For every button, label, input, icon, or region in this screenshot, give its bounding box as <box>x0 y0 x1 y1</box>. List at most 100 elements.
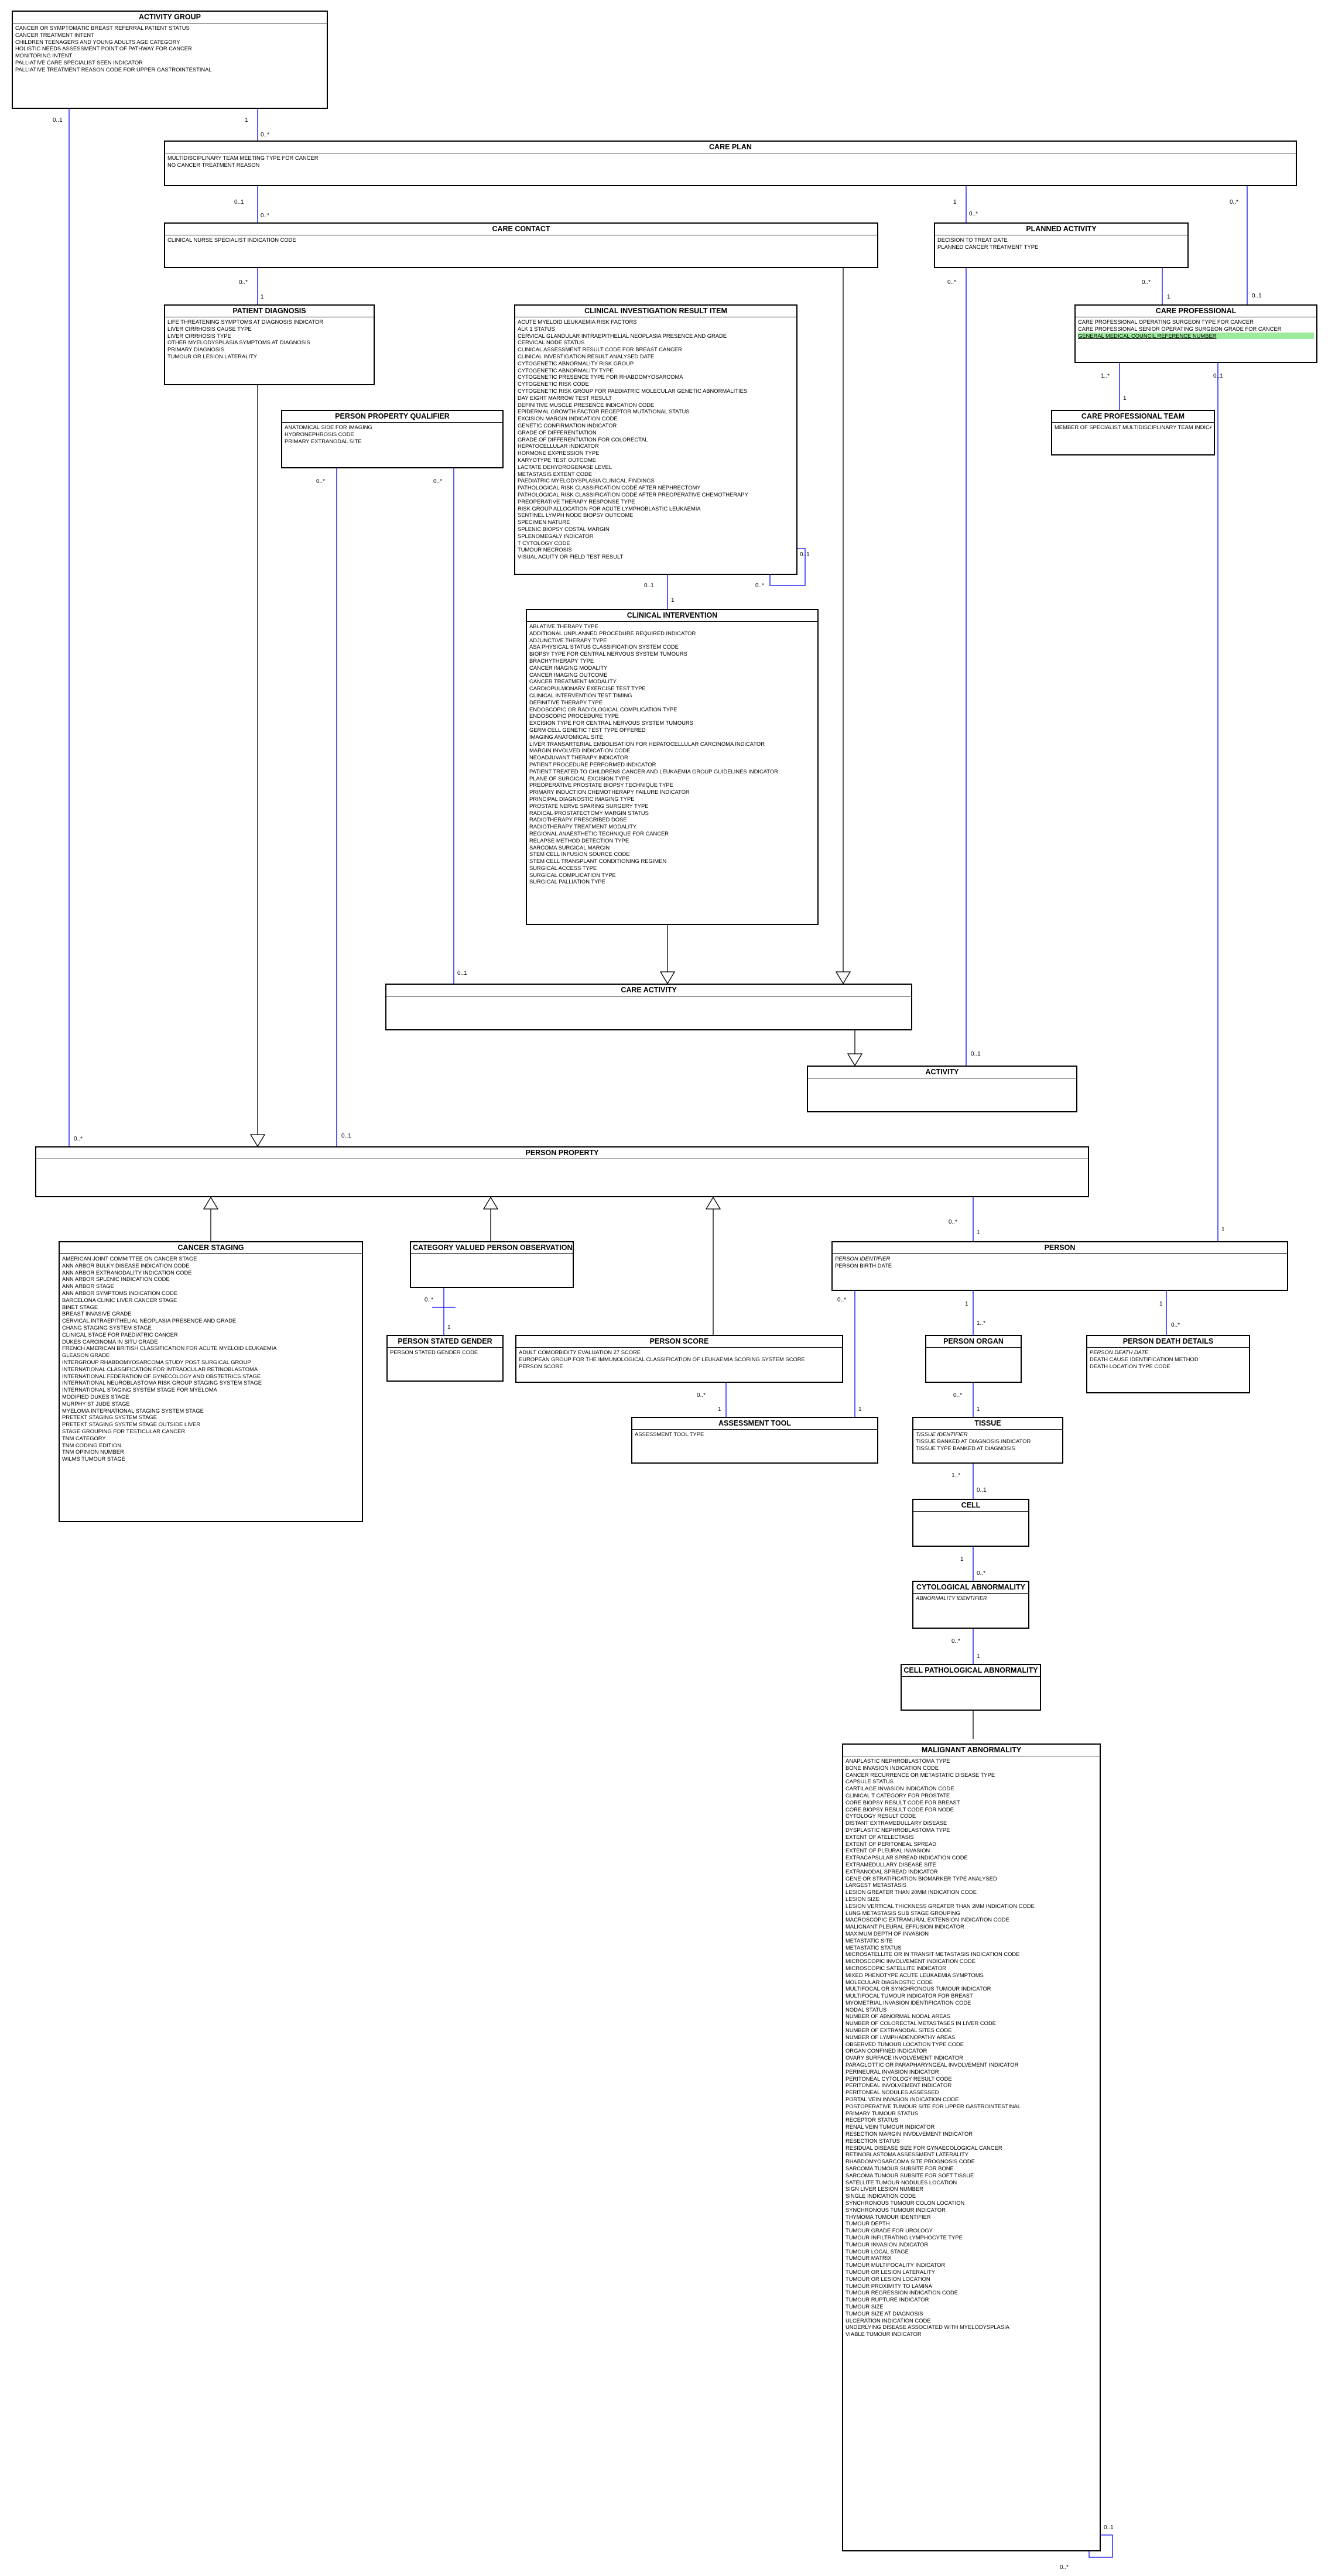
attribute: PALLIATIVE CARE SPECIALIST SEEN INDICATO… <box>15 59 143 66</box>
attribute: CANCER TREATMENT MODALITY <box>529 678 617 685</box>
attribute: SPECIMEN NATURE <box>518 519 570 526</box>
attribute: TUMOUR DEPTH <box>846 2220 890 2227</box>
attribute: MULTIFOCAL TUMOUR INDICATOR FOR BREAST <box>846 1992 973 1999</box>
entity-category-valued-person-observation[interactable]: CATEGORY VALUED PERSON OBSERVATION <box>410 1241 574 1288</box>
entity-cancer-staging[interactable]: CANCER STAGING AMERICAN JOINT COMMITTEE … <box>59 1241 363 1522</box>
attribute: ULCERATION INDICATION CODE <box>846 2317 931 2324</box>
attribute: BINET STAGE <box>62 1303 98 1310</box>
multiplicity-label: 0..* <box>949 1219 958 1225</box>
entity-cell-pathological-abnormality[interactable]: CELL PATHOLOGICAL ABNORMALITY <box>901 1664 1041 1711</box>
attribute: SATELLITE TUMOUR NODULES LOCATION <box>846 2178 957 2186</box>
key-attribute: PERSON IDENTIFIER <box>835 1255 891 1262</box>
attribute: HORMONE EXPRESSION TYPE <box>518 450 600 457</box>
attribute: OTHER MYELODYSPLASIA SYMPTOMS AT DIAGNOS… <box>167 339 310 346</box>
attribute: STEM CELL TRANSPLANT CONDITIONING REGIME… <box>529 858 667 865</box>
entity-cytological-abnormality[interactable]: CYTOLOGICAL ABNORMALITY ABNORMALITY IDEN… <box>912 1581 1029 1629</box>
entity-title: CATEGORY VALUED PERSON OBSERVATION <box>411 1242 573 1254</box>
attribute: DEATH CAUSE IDENTIFICATION METHOD <box>1090 1355 1199 1362</box>
entity-activity[interactable]: ACTIVITY <box>807 1066 1077 1112</box>
attribute: EXTENT OF PLEURAL INVASION <box>846 1847 930 1854</box>
attribute: HYDRONEPHROSIS CODE <box>285 430 354 437</box>
multiplicity-label: 0..* <box>947 279 957 286</box>
attribute: ACUTE MYELOID LEUKAEMIA RISK FACTORS <box>518 318 637 325</box>
attribute: ALK 1 STATUS <box>518 325 555 332</box>
entity-care-contact[interactable]: CARE CONTACT CLINICAL NURSE SPECIALIST I… <box>164 222 878 268</box>
attribute: IMAGING ANATOMICAL SITE <box>529 733 603 740</box>
entity-clinical-investigation-result-item[interactable]: CLINICAL INVESTIGATION RESULT ITEM ACUTE… <box>514 304 797 575</box>
attribute: TUMOUR LOCAL STAGE <box>846 2248 909 2255</box>
attribute: METASTATIC SITE <box>846 1937 893 1944</box>
attribute: RADIOTHERAPY PRESCRIBED DOSE <box>529 816 627 823</box>
entity-activity-group[interactable]: ACTIVITY GROUP CANCER OR SYMPTOMATIC BRE… <box>12 11 328 109</box>
attribute: CERVICAL NODE STATUS <box>518 339 585 346</box>
multiplicity-label: 0..1 <box>644 583 654 589</box>
entity-assessment-tool[interactable]: ASSESSMENT TOOL ASSESSMENT TOOL TYPE <box>631 1417 878 1464</box>
multiplicity-label: 0..1 <box>53 117 63 124</box>
entity-person-stated-gender[interactable]: PERSON STATED GENDER PERSON STATED GENDE… <box>386 1335 504 1382</box>
attribute: CHILDREN TEENAGERS AND YOUNG ADULTS AGE … <box>15 38 180 45</box>
multiplicity-label: 1 <box>447 1324 451 1331</box>
multiplicity-label: 0..* <box>316 478 326 485</box>
attribute: RHABDOMYOSARCOMA SITE PROGNOSIS CODE <box>846 2158 975 2165</box>
entity-care-activity[interactable]: CARE ACTIVITY <box>385 984 912 1030</box>
entity-care-plan[interactable]: CARE PLAN MULTIDISCIPLINARY TEAM MEETING… <box>164 141 1297 186</box>
attribute: RISK GROUP ALLOCATION FOR ACUTE LYMPHOBL… <box>518 505 701 512</box>
entity-title: CLINICAL INVESTIGATION RESULT ITEM <box>515 306 796 317</box>
entity-care-professional-team[interactable]: CARE PROFESSIONAL TEAM MEMBER OF SPECIAL… <box>1051 410 1215 455</box>
entity-person-property[interactable]: PERSON PROPERTY <box>35 1146 1089 1197</box>
multiplicity-label: 0..1 <box>800 551 810 558</box>
entity-person-score[interactable]: PERSON SCORE ADULT COMORBIDITY EVALUATIO… <box>515 1335 843 1383</box>
entity-patient-diagnosis[interactable]: PATIENT DIAGNOSIS LIFE THREATENING SYMPT… <box>164 304 375 385</box>
entity-malignant-abnormality[interactable]: MALIGNANT ABNORMALITY ANAPLASTIC NEPHROB… <box>842 1743 1101 2551</box>
entity-clinical-intervention[interactable]: CLINICAL INTERVENTION ABLATIVE THERAPY T… <box>526 609 819 925</box>
attribute: ORGAN CONFINED INDICATOR <box>846 2047 927 2054</box>
attribute: TUMOUR REGRESSION INDICATION CODE <box>846 2289 959 2296</box>
attribute: EXCISION TYPE FOR CENTRAL NERVOUS SYSTEM… <box>529 720 693 727</box>
attribute: SURGICAL ACCESS TYPE <box>529 864 597 871</box>
attribute: LIVER CIRRHOSIS CAUSE TYPE <box>167 325 252 332</box>
attribute: EXTENT OF PERITONEAL SPREAD <box>846 1840 937 1847</box>
attribute: SENTINEL LYMPH NODE BIOPSY OUTCOME <box>518 512 634 519</box>
entity-care-professional[interactable]: CARE PROFESSIONAL CARE PROFESSIONAL OPER… <box>1074 304 1317 363</box>
attribute: TISSUE BANKED AT DIAGNOSIS INDICATOR <box>916 1437 1031 1444</box>
attribute: LESION SIZE <box>846 1895 879 1902</box>
gen-arrow-ci-care-activity <box>659 971 676 985</box>
attribute: CANCER OR SYMPTOMATIC BREAST REFERRAL PA… <box>15 25 190 31</box>
attribute: DEATH LOCATION TYPE CODE <box>1090 1362 1170 1369</box>
multiplicity-label: 0..* <box>969 211 978 217</box>
attribute: MODIFIED DUKES STAGE <box>62 1393 129 1400</box>
attribute: ANN ARBOR SYMPTOMS INDICATION CODE <box>62 1289 178 1296</box>
multiplicity-label: 1 <box>671 597 675 604</box>
entity-person-organ[interactable]: PERSON ORGAN <box>925 1335 1022 1383</box>
attribute-list: MEMBER OF SPECIALIST MULTIDISCIPLINARY T… <box>1052 423 1214 432</box>
attribute: RADICAL PROSTATECTOMY MARGIN STATUS <box>529 809 649 816</box>
attribute: TUMOUR GRADE FOR UROLOGY <box>846 2227 933 2234</box>
attribute: METASTATIC STATUS <box>846 1944 902 1951</box>
attribute: SARCOMA TUMOUR SUBSITE FOR SOFT TISSUE <box>846 2171 974 2178</box>
key-attribute: ABNORMALITY IDENTIFIER <box>916 1595 987 1601</box>
attribute: CANCER IMAGING OUTCOME <box>529 671 608 678</box>
entity-person-property-qualifier[interactable]: PERSON PROPERTY QUALIFIER ANATOMICAL SID… <box>281 410 504 468</box>
attribute: TUMOUR OR LESION LOCATION <box>846 2275 930 2282</box>
attribute: MULTIFOCAL OR SYNCHRONOUS TUMOUR INDICAT… <box>846 1985 991 1992</box>
attribute: ADDITIONAL UNPLANNED PROCEDURE REQUIRED … <box>529 629 696 636</box>
entity-cell[interactable]: CELL <box>912 1499 1029 1547</box>
attribute: ENDOSCOPIC PROCEDURE TYPE <box>529 712 619 720</box>
multiplicity-label: 1 <box>1123 395 1127 402</box>
attribute: PATHOLOGICAL RISK CLASSIFICATION CODE AF… <box>518 484 701 491</box>
attribute: GENETIC CONFIRMATION INDICATOR <box>518 422 617 429</box>
multiplicity-label: 0..* <box>239 279 248 286</box>
link-malignant-self <box>1088 2534 1113 2558</box>
attribute: ASSESSMENT TOOL TYPE <box>635 1431 704 1437</box>
entity-title: CARE PLAN <box>165 142 1296 153</box>
multiplicity-label: 1 <box>1167 294 1170 300</box>
attribute: PRIMARY DIAGNOSIS <box>167 346 225 353</box>
multiplicity-label: 0..* <box>261 213 270 219</box>
key-attribute: PERSON DEATH DATE <box>1090 1349 1149 1355</box>
attribute: NEOADJUVANT THERAPY INDICATOR <box>529 754 628 761</box>
